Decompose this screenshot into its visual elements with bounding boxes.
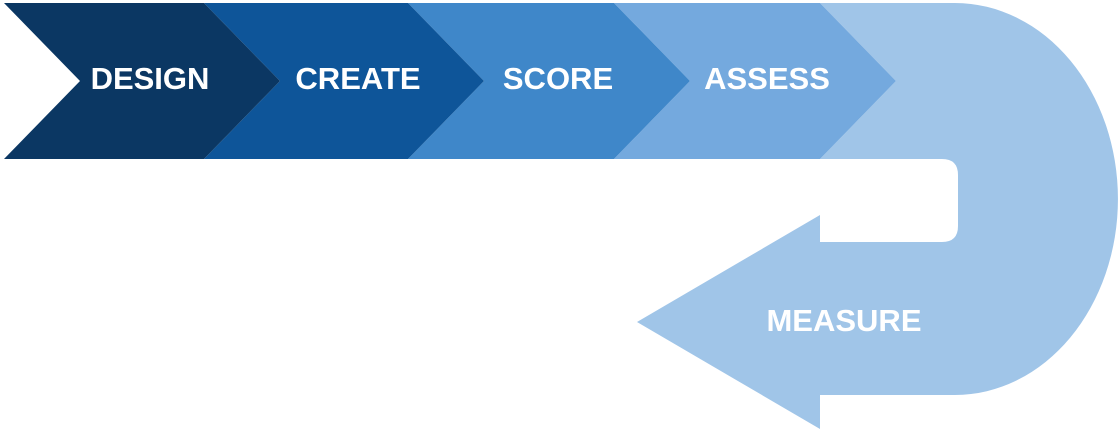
create-chevron bbox=[204, 3, 484, 159]
assess-chevron bbox=[614, 3, 896, 159]
measure-return-arrow bbox=[637, 3, 1118, 429]
design-chevron bbox=[4, 3, 280, 159]
create-label: CREATE bbox=[295, 61, 420, 96]
score-label: SCORE bbox=[503, 61, 613, 96]
measure-label: MEASURE bbox=[766, 303, 921, 338]
design-label: DESIGN bbox=[91, 61, 210, 96]
score-chevron bbox=[408, 3, 690, 159]
assess-label: ASSESS bbox=[704, 61, 830, 96]
